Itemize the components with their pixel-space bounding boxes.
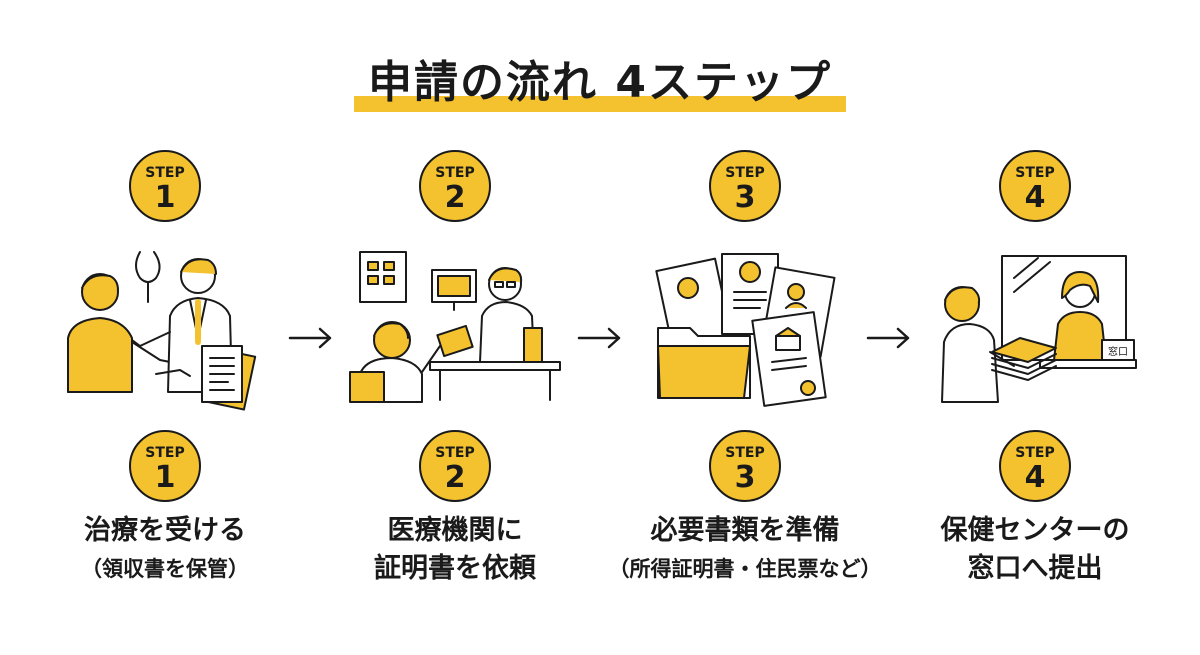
step-label: STEP (725, 165, 765, 181)
arrow-right-icon (866, 327, 910, 349)
step-number: 2 (444, 180, 466, 215)
caption-sub: （所得証明書・住民票など） (608, 557, 882, 581)
step-3: STEP 3 STEP 3 (600, 150, 890, 620)
title-text: 申請の流れ 4ステップ (368, 57, 832, 108)
step-4-badge-top: STEP 4 (999, 150, 1071, 222)
step-3-badge-bottom: STEP 3 (709, 430, 781, 502)
counter-sign-text: 窓口 (1108, 345, 1128, 358)
step-4: STEP 4 窓口 (890, 150, 1180, 620)
counter-submission-illustration: 窓口 (941, 255, 1137, 403)
step-number: 2 (444, 460, 466, 495)
step-1: STEP 1 (20, 150, 310, 620)
arrow-right-icon (288, 327, 332, 349)
step-label: STEP (145, 445, 185, 461)
step-label: STEP (725, 445, 765, 461)
caption-sub: （領収書を保管） (81, 557, 249, 581)
title-area: 申請の流れ 4ステップ (0, 52, 1200, 114)
step-1-caption: 治療を受ける （領収書を保管） (10, 512, 320, 588)
doctor-patient-illustration (67, 251, 257, 411)
step-number: 4 (1024, 460, 1046, 495)
caption-main: 医療機関に (387, 515, 523, 546)
step-1-badge-top: STEP 1 (129, 150, 201, 222)
caption-sub: 証明書を依頼 (374, 553, 536, 584)
step-3-badge-top: STEP 3 (709, 150, 781, 222)
step-2-badge-bottom: STEP 2 (419, 430, 491, 502)
step-label: STEP (1015, 165, 1055, 181)
step-label: STEP (435, 445, 475, 461)
arrow-right-icon (577, 327, 621, 349)
step-number: 3 (734, 180, 756, 215)
caption-sub: 窓口へ提出 (967, 553, 1103, 584)
caption-main: 治療を受ける (84, 515, 246, 546)
step-label: STEP (435, 165, 475, 181)
caption-main: 必要書類を準備 (650, 515, 840, 546)
step-4-badge-bottom: STEP 4 (999, 430, 1071, 502)
step-label: STEP (145, 165, 185, 181)
step-2: STEP 2 (310, 150, 600, 620)
step-4-caption: 保健センターの 窓口へ提出 (880, 512, 1190, 588)
step-number: 1 (154, 460, 176, 495)
documents-folder-illustration (655, 253, 836, 407)
step-3-caption: 必要書類を準備 （所得証明書・住民票など） (590, 512, 900, 588)
step-2-badge-top: STEP 2 (419, 150, 491, 222)
step-number: 1 (154, 180, 176, 215)
page-title: 申請の流れ 4ステップ (354, 52, 846, 114)
certificate-request-illustration (349, 251, 561, 403)
step-1-badge-bottom: STEP 1 (129, 430, 201, 502)
caption-main: 保健センターの (940, 515, 1130, 546)
step-number: 3 (734, 460, 756, 495)
step-number: 4 (1024, 180, 1046, 215)
step-label: STEP (1015, 445, 1055, 461)
step-2-caption: 医療機関に 証明書を依頼 (300, 512, 610, 588)
